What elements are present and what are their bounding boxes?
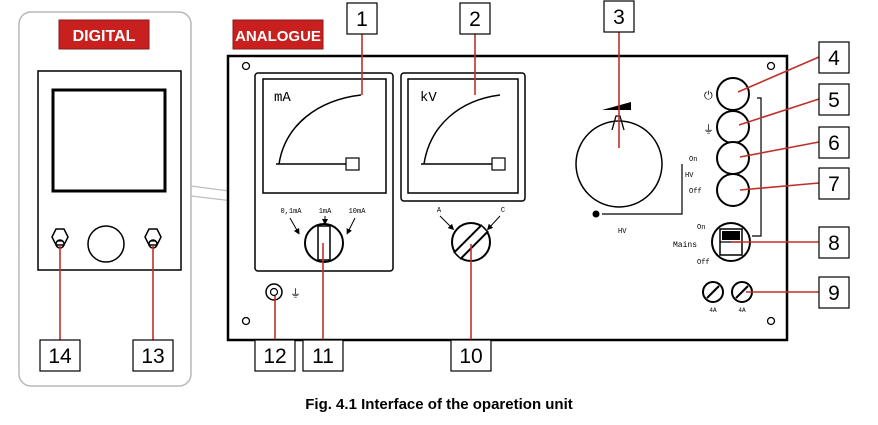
leader-line-6 [739,141,820,158]
screw [766,316,776,326]
screw [766,61,776,71]
fuse-holder-1[interactable] [702,281,724,303]
leader-line-4 [737,56,820,93]
callout-10: 10 [450,339,492,372]
digital-toggle-right[interactable] [144,228,162,249]
mode-pos-c: C [501,207,505,215]
hv-group-label: HV [685,172,694,180]
svg-text:2: 2 [469,8,481,31]
callout-3: 3 [603,0,635,33]
button-bracket [752,97,762,237]
hv-on-button[interactable] [716,141,750,175]
mains-on-label: On [697,224,705,232]
callout-1: 1 [346,2,378,35]
svg-text:4: 4 [828,47,840,70]
screw [241,316,251,326]
ma-meter [262,78,387,194]
callout-12: 12 [254,339,296,372]
svg-text:6: 6 [828,132,840,155]
svg-text:12: 12 [263,345,286,368]
callout-2: 2 [459,2,491,35]
callout-13: 13 [132,339,174,372]
analogue-badge-label: ANALOGUE [235,28,321,45]
range-pos-2: 10mA [349,208,367,216]
kv-meter [407,78,519,194]
power-button[interactable] [716,77,750,111]
hv-on-label: On [689,156,697,164]
svg-text:11: 11 [312,345,334,368]
svg-text:10: 10 [459,345,482,368]
callout-8: 8 [818,226,850,259]
svg-text:13: 13 [141,345,164,368]
hv-knob-pointer [611,115,625,131]
ground-button[interactable] [716,110,750,144]
hv-indicator-dot [592,210,600,218]
power-icon: ⏻ [704,89,713,102]
svg-text:7: 7 [828,173,840,196]
callout-11: 11 [302,339,344,372]
earth-socket[interactable] [265,283,283,301]
ma-zero-adjust[interactable] [345,157,360,171]
earth-socket-center [269,287,279,297]
callout-5: 5 [818,83,850,116]
mode-pos-a: A [437,207,442,215]
figure-caption: Fig. 4.1 Interface of the oparetion unit [305,396,573,413]
mains-off-label: Off [697,259,710,267]
range-pos-0: 0,1mA [280,208,302,216]
callout-14: 14 [39,339,81,372]
analogue-badge: ANALOGUE [232,19,324,50]
fuse-2-rating: 4A [738,307,746,314]
hv-ramp-icon [602,102,631,110]
digital-knob[interactable] [87,225,125,263]
kv-unit-label: kV [420,90,437,106]
svg-text:14: 14 [48,345,72,368]
ground-icon: ⏚ [703,123,714,136]
digital-badge-label: DIGITAL [73,28,136,45]
callout-6: 6 [818,126,850,159]
mains-label: Mains [673,241,697,250]
fuse-1-rating: 4A [709,307,717,314]
kv-meter-scale [423,94,501,165]
leader-line-5 [738,98,820,126]
svg-text:3: 3 [613,6,625,29]
range-pos-1: 1mA [319,208,332,216]
screw [241,61,251,71]
ground-icon: ⏚ [290,287,301,300]
ma-meter-scale [278,94,362,165]
callout-9: 9 [818,276,850,309]
hv-off-label: Off [689,188,702,196]
svg-text:8: 8 [828,232,840,255]
svg-text:9: 9 [828,282,840,305]
ma-unit-label: mA [274,90,291,106]
digital-badge: DIGITAL [58,19,150,50]
fuse-holder-2[interactable] [731,281,753,303]
kv-zero-adjust[interactable] [491,157,506,171]
callout-4: 4 [818,41,850,74]
svg-text:5: 5 [828,89,840,112]
digital-display [51,88,167,193]
svg-text:1: 1 [356,8,368,31]
callout-7: 7 [818,167,850,200]
range-switch[interactable] [304,223,344,263]
leader-line-7 [739,182,820,191]
hv-knob-label: HV [618,228,627,236]
hv-link-line [602,164,683,215]
